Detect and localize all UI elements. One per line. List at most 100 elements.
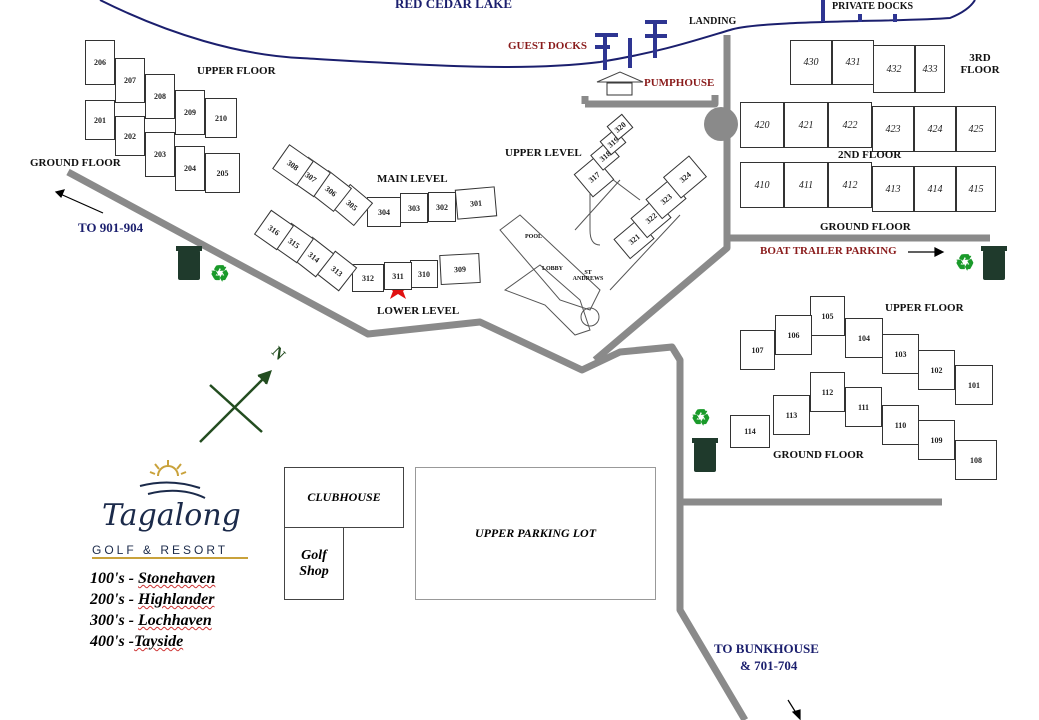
unit-101: 101 — [955, 365, 993, 405]
unit-210: 210 — [205, 98, 237, 138]
guest-docks — [595, 20, 667, 70]
unit-424: 424 — [914, 106, 956, 152]
pool-label: POOL — [525, 234, 543, 240]
second-floor-label: 2ND FLOOR — [838, 149, 902, 161]
unit-208: 208 — [145, 74, 175, 119]
recycle-icon: ♻ — [955, 250, 975, 275]
landing-label: LANDING — [689, 16, 737, 27]
to-bunkhouse-label: TO BUNKHOUSE — [714, 641, 819, 656]
main-level-label: MAIN LEVEL — [377, 173, 448, 185]
recycle-icon: ♻ — [691, 405, 711, 430]
trash-bin-icon — [692, 438, 718, 472]
unit-302: 302 — [428, 192, 456, 222]
lochhaven-outline — [499, 169, 681, 336]
upper-level-label: UPPER LEVEL — [505, 147, 582, 159]
unit-205: 205 — [205, 153, 240, 193]
unit-433: 433 — [915, 45, 945, 93]
logo-name: Tagalong — [102, 498, 241, 533]
upper-parking-lot: UPPER PARKING LOT — [415, 467, 656, 600]
lobby-label: LOBBY — [542, 266, 564, 272]
unit-422: 422 — [828, 102, 872, 148]
trash-bin-icon — [981, 246, 1007, 280]
unit-430: 430 — [790, 40, 832, 85]
unit-311: 311 — [384, 262, 412, 290]
unit-201: 201 — [85, 100, 115, 140]
unit-104: 104 — [845, 318, 883, 358]
golf-shop: Golf Shop — [284, 527, 344, 600]
ground-floor-label: GROUND FLOOR — [773, 449, 864, 461]
unit-106: 106 — [775, 315, 812, 355]
lower-level-label: LOWER LEVEL — [377, 305, 460, 317]
to-901-904-label: TO 901-904 — [78, 220, 144, 235]
logo-swoosh — [139, 481, 206, 499]
unit-107: 107 — [740, 330, 775, 370]
unit-303: 303 — [400, 193, 428, 223]
unit-203: 203 — [145, 132, 175, 177]
boat-trailer-parking-label: BOAT TRAILER PARKING — [760, 245, 897, 257]
unit-103: 103 — [882, 334, 919, 374]
recycle-icon: ♻ — [210, 261, 230, 286]
unit-310: 310 — [410, 260, 438, 288]
ground-floor-label: GROUND FLOOR — [820, 221, 911, 233]
clubhouse: CLUBHOUSE — [284, 467, 404, 528]
unit-108: 108 — [955, 440, 997, 480]
unit-113: 113 — [773, 395, 810, 435]
unit-425: 425 — [956, 106, 996, 152]
unit-206: 206 — [85, 40, 115, 85]
unit-415: 415 — [956, 166, 996, 212]
unit-202: 202 — [115, 116, 145, 156]
ground-floor-label: GROUND FLOOR — [30, 157, 121, 169]
logo-sun-icon — [149, 460, 187, 477]
unit-114: 114 — [730, 415, 770, 448]
legend-item: 200's - Highlander — [90, 591, 215, 608]
shoreline — [99, 0, 976, 68]
unit-204: 204 — [175, 146, 205, 191]
upper-floor-label: UPPER FLOOR — [197, 65, 276, 77]
unit-423: 423 — [872, 106, 914, 152]
unit-420: 420 — [740, 102, 784, 148]
unit-410: 410 — [740, 162, 784, 208]
unit-431: 431 — [832, 40, 874, 85]
logo-tagline: GOLF & RESORT — [92, 543, 229, 557]
unit-111: 111 — [845, 387, 882, 427]
unit-312: 312 — [352, 264, 384, 292]
roads — [66, 35, 990, 720]
to-701-704-label: & 701-704 — [740, 658, 798, 673]
unit-413: 413 — [872, 166, 914, 212]
legend-item: 100's - Stonehaven — [90, 570, 216, 587]
unit-412: 412 — [828, 162, 872, 208]
unit-414: 414 — [914, 166, 956, 212]
unit-112: 112 — [810, 372, 845, 412]
arrow-boat — [908, 247, 945, 257]
private-docks — [821, 0, 897, 22]
unit-105: 105 — [810, 296, 845, 336]
unit-110: 110 — [882, 405, 919, 445]
unit-432: 432 — [873, 45, 915, 93]
upper-floor-label: UPPER FLOOR — [885, 302, 964, 314]
unit-207: 207 — [115, 58, 145, 103]
unit-304: 304 — [367, 197, 401, 227]
unit-102: 102 — [918, 350, 955, 390]
guest-docks-label: GUEST DOCKS — [508, 40, 587, 52]
unit-309: 309 — [439, 252, 481, 286]
pumphouse-label: PUMPHOUSE — [644, 77, 715, 89]
lake-name: RED CEDAR LAKE — [395, 0, 513, 11]
st-andrews-label: ST ANDREWS — [572, 270, 604, 282]
unit-301: 301 — [454, 186, 498, 220]
unit-209: 209 — [175, 90, 205, 135]
third-floor-label: 3RD FLOOR — [960, 52, 1000, 76]
unit-421: 421 — [784, 102, 828, 148]
legend-item: 300's - Lochhaven — [90, 612, 212, 629]
private-docks-label: PRIVATE DOCKS — [830, 1, 916, 12]
unit-411: 411 — [784, 162, 828, 208]
pumphouse — [596, 71, 644, 96]
roundabout — [704, 107, 738, 141]
arrow-to-901 — [54, 189, 104, 214]
arrow-bunkhouse — [787, 699, 801, 720]
unit-legend: 100's - Stonehaven 200's - Highlander 30… — [90, 568, 215, 652]
legend-item: 400's -Tayside — [90, 633, 184, 650]
trash-bin-icon — [176, 246, 202, 280]
north-arrow — [199, 370, 272, 443]
